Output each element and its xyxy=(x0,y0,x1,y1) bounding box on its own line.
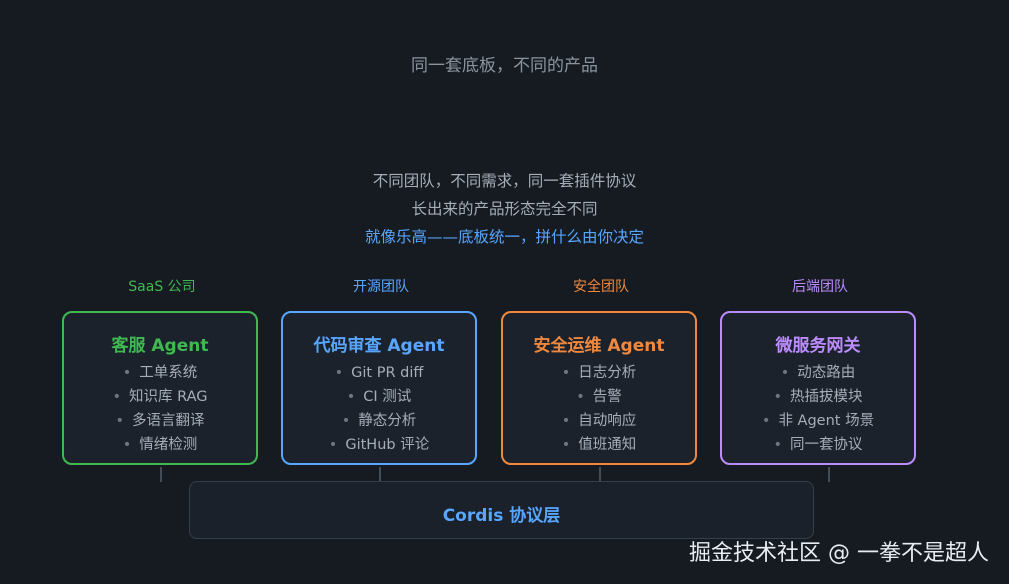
feature-text: CI 测试 xyxy=(363,389,412,405)
protocol-layer-box: Cordis 协议层 xyxy=(189,481,814,539)
bullet-icon: • xyxy=(561,437,571,453)
card-security-ops-agent: 安全运维 Agent • 日志分析 • 告警 • 自动响应 • 值班通知 xyxy=(501,311,697,465)
team-label-saas: SaaS 公司 xyxy=(128,279,196,295)
card-title: 微服务网关 xyxy=(775,336,861,356)
card-customer-service-agent: 客服 Agent •工单系统 •知识库 RAG •多语言翻译 •情绪检测 xyxy=(62,311,258,465)
feature-text: 动态路由 xyxy=(797,365,856,381)
feature-text: 多语言翻译 xyxy=(132,413,205,429)
card-feature-list: •动态路由 •热插拔模块 •非 Agent 场景 •同一套协议 xyxy=(722,361,914,457)
list-item: • 静态分析 xyxy=(283,409,475,433)
feature-text: 自动响应 xyxy=(578,413,637,429)
watermark: 掘金技术社区 @ 一拳不是超人 xyxy=(689,541,989,566)
diagram-title: 同一套底板，不同的产品 xyxy=(411,56,598,76)
list-item: • 自动响应 xyxy=(503,409,695,433)
intro-line-3: 就像乐高——底板统一，拼什么由你决定 xyxy=(364,228,644,246)
team-label-backend: 后端团队 xyxy=(792,279,848,295)
protocol-layer-label: Cordis 协议层 xyxy=(442,506,561,526)
connector-line xyxy=(599,467,601,482)
bullet-icon: • xyxy=(561,365,571,381)
card-feature-list: • 日志分析 • 告警 • 自动响应 • 值班通知 xyxy=(503,361,695,457)
card-title: 代码审查 Agent xyxy=(313,336,445,356)
bullet-icon: • xyxy=(112,389,122,405)
bullet-icon: • xyxy=(346,389,356,405)
bullet-icon: • xyxy=(780,365,790,381)
list-item: • 工单系统 xyxy=(64,361,256,385)
list-item: • CI 测试 xyxy=(283,385,475,409)
card-feature-list: •工单系统 •知识库 RAG •多语言翻译 •情绪检测 xyxy=(64,361,256,457)
connector-line xyxy=(828,467,830,482)
list-item: • 非 Agent 场景 xyxy=(722,409,914,433)
bullet-icon: • xyxy=(115,413,125,429)
bullet-icon: • xyxy=(773,437,783,453)
feature-text: 非 Agent 场景 xyxy=(778,413,875,429)
feature-text: Git PR diff xyxy=(351,365,424,381)
feature-text: 同一套协议 xyxy=(790,437,863,453)
list-item: • 情绪检测 xyxy=(64,433,256,457)
list-item: • 动态路由 xyxy=(722,361,914,385)
feature-text: 告警 xyxy=(592,389,622,405)
list-item: • GitHub 评论 xyxy=(283,433,475,457)
list-item: • 多语言翻译 xyxy=(64,409,256,433)
team-label-security: 安全团队 xyxy=(573,279,629,295)
intro-line-2: 长出来的产品形态完全不同 xyxy=(411,200,598,218)
bullet-icon: • xyxy=(561,413,571,429)
card-feature-list: •Git PR diff •CI 测试 •静态分析 •GitHub 评论 xyxy=(283,361,475,457)
card-title: 客服 Agent xyxy=(111,336,209,356)
feature-text: 热插拔模块 xyxy=(790,389,863,405)
bullet-icon: • xyxy=(341,413,351,429)
feature-text: 情绪检测 xyxy=(139,437,198,453)
intro-line-1: 不同团队，不同需求，同一套插件协议 xyxy=(372,172,637,190)
list-item: • 同一套协议 xyxy=(722,433,914,457)
list-item: • 告警 xyxy=(503,385,695,409)
feature-text: 值班通知 xyxy=(578,437,637,453)
list-item: • 知识库 RAG xyxy=(64,385,256,409)
feature-text: 日志分析 xyxy=(578,365,637,381)
card-microservice-gateway: 微服务网关 •动态路由 •热插拔模块 •非 Agent 场景 •同一套协议 xyxy=(720,311,916,465)
feature-text: GitHub 评论 xyxy=(345,437,430,453)
team-label-opensource: 开源团队 xyxy=(353,279,409,295)
feature-text: 静态分析 xyxy=(358,413,417,429)
card-title: 安全运维 Agent xyxy=(533,336,665,356)
list-item: • Git PR diff xyxy=(283,361,475,385)
bullet-icon: • xyxy=(761,413,771,429)
bullet-icon: • xyxy=(334,365,344,381)
list-item: • 值班通知 xyxy=(503,433,695,457)
bullet-icon: • xyxy=(773,389,783,405)
list-item: • 日志分析 xyxy=(503,361,695,385)
list-item: • 热插拔模块 xyxy=(722,385,914,409)
feature-text: 工单系统 xyxy=(139,365,198,381)
card-code-review-agent: 代码审查 Agent •Git PR diff •CI 测试 •静态分析 •Gi… xyxy=(281,311,477,465)
connector-line xyxy=(160,467,162,482)
bullet-icon: • xyxy=(328,437,338,453)
connector-line xyxy=(379,467,381,482)
bullet-icon: • xyxy=(122,437,132,453)
bullet-icon: • xyxy=(122,365,132,381)
feature-text: 知识库 RAG xyxy=(129,389,208,405)
bullet-icon: • xyxy=(576,389,585,405)
